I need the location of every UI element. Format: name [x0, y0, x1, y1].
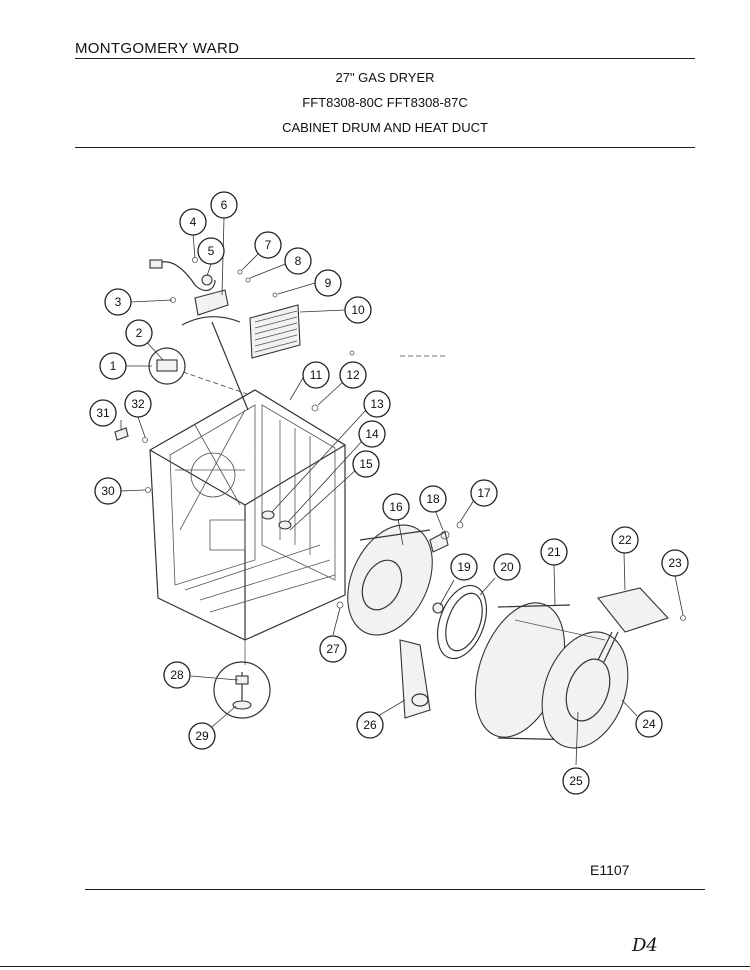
callout-11: 11 — [302, 361, 330, 389]
callout-24: 24 — [635, 710, 663, 738]
svg-text:17: 17 — [477, 486, 491, 500]
svg-text:31: 31 — [96, 406, 110, 420]
callout-16: 16 — [382, 493, 410, 521]
svg-text:25: 25 — [569, 774, 583, 788]
drum-front-panel — [347, 521, 464, 636]
callout-17: 17 — [470, 479, 498, 507]
handwritten-mark: D4 — [632, 935, 658, 956]
vent-grille — [249, 304, 301, 359]
small-hardware — [114, 350, 445, 665]
callout-14: 14 — [358, 420, 386, 448]
callout-27: 27 — [319, 635, 347, 663]
diagram-code: E1107 — [590, 862, 630, 878]
svg-text:14: 14 — [365, 427, 379, 441]
svg-text:23: 23 — [668, 556, 682, 570]
door-switch-inset — [148, 347, 251, 396]
svg-text:3: 3 — [115, 295, 122, 309]
svg-text:22: 22 — [618, 533, 632, 547]
svg-text:21: 21 — [547, 545, 561, 559]
svg-text:24: 24 — [642, 717, 656, 731]
callout-26: 26 — [356, 711, 384, 739]
header-rule-bottom — [75, 147, 695, 149]
cabinet-drawing — [149, 389, 346, 641]
svg-text:15: 15 — [359, 457, 373, 471]
callout-3: 3 — [104, 288, 132, 316]
drum-seal-ring — [432, 584, 488, 660]
callout-12: 12 — [339, 361, 367, 389]
leader-lines — [120, 217, 684, 766]
svg-text:10: 10 — [351, 303, 365, 317]
callout-23: 23 — [661, 549, 689, 577]
heat-duct — [399, 639, 431, 719]
svg-text:29: 29 — [195, 729, 209, 743]
wiring-parts — [149, 257, 278, 411]
svg-text:11: 11 — [310, 368, 323, 382]
header-rule-top — [75, 58, 695, 60]
callout-25: 25 — [562, 767, 590, 795]
callout-6: 6 — [210, 191, 238, 219]
callout-31: 31 — [89, 399, 117, 427]
callout-28: 28 — [163, 661, 191, 689]
model-numbers: FFT8308-80C FFT8308-87C — [302, 95, 468, 110]
drum-assembly — [474, 602, 629, 749]
callout-7: 7 — [254, 231, 282, 259]
callout-32: 32 — [124, 390, 152, 418]
svg-text:16: 16 — [389, 500, 403, 514]
svg-text:13: 13 — [370, 397, 384, 411]
svg-text:20: 20 — [500, 560, 514, 574]
svg-text:30: 30 — [101, 484, 115, 498]
callout-30: 30 — [94, 477, 122, 505]
callout-18: 18 — [419, 485, 447, 513]
leveling-leg-inset — [213, 661, 271, 719]
svg-text:9: 9 — [325, 276, 332, 290]
callout-20: 20 — [493, 553, 521, 581]
callout-29: 29 — [188, 722, 216, 750]
brand-name: MONTGOMERY WARD — [75, 40, 240, 57]
callout-22: 22 — [611, 526, 639, 554]
product-title: 27" GAS DRYER — [335, 70, 435, 85]
footer-rule — [85, 889, 705, 891]
svg-text:5: 5 — [208, 244, 215, 258]
callout-15: 15 — [352, 450, 380, 478]
svg-text:8: 8 — [295, 254, 302, 268]
callout-1: 1 — [99, 352, 127, 380]
svg-text:26: 26 — [363, 718, 377, 732]
section-title: CABINET DRUM AND HEAT DUCT — [282, 120, 488, 135]
drum-baffle-panel — [597, 587, 686, 663]
callout-13: 13 — [363, 390, 391, 418]
svg-text:32: 32 — [131, 397, 145, 411]
bottom-edge-rule — [0, 966, 750, 967]
callout-5: 5 — [197, 237, 225, 265]
callout-19: 19 — [450, 553, 478, 581]
svg-text:19: 19 — [457, 560, 471, 574]
callout-8: 8 — [284, 247, 312, 275]
svg-text:12: 12 — [346, 368, 360, 382]
callout-21: 21 — [540, 538, 568, 566]
svg-text:27: 27 — [326, 642, 340, 656]
svg-text:2: 2 — [136, 326, 143, 340]
callout-9: 9 — [314, 269, 342, 297]
svg-text:6: 6 — [221, 198, 228, 212]
callout-4: 4 — [179, 208, 207, 236]
svg-text:28: 28 — [170, 668, 184, 682]
svg-text:4: 4 — [190, 215, 197, 229]
callout-10: 10 — [344, 296, 372, 324]
svg-text:7: 7 — [265, 238, 272, 252]
svg-text:1: 1 — [110, 359, 117, 373]
svg-text:18: 18 — [426, 492, 440, 506]
callout-2: 2 — [125, 319, 153, 347]
